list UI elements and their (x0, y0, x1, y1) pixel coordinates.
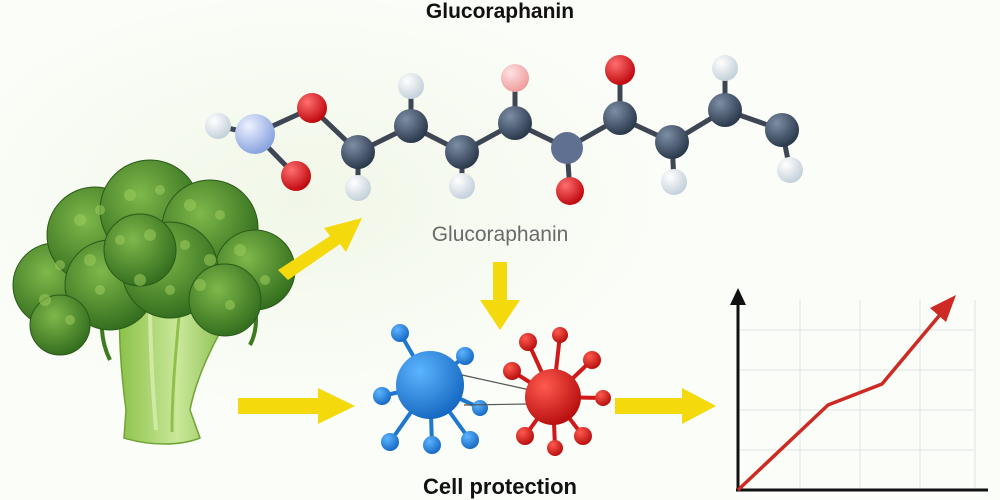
interaction-lines (461, 374, 531, 406)
y-axis-arrowhead (730, 288, 746, 305)
diagram-title: Glucoraphanin (425, 0, 575, 23)
stressed-cell (503, 327, 611, 456)
oxygen-atom (281, 161, 311, 191)
molecule-atoms (205, 55, 803, 205)
carbon-atom (445, 135, 479, 169)
broccoli-texture (39, 185, 270, 325)
chart-axes (736, 302, 988, 492)
trend-line (736, 308, 946, 492)
arrow-broccoli-to-cells (238, 388, 355, 424)
oxygen-atom (297, 93, 327, 123)
nitrogen-atom (235, 114, 275, 154)
hydrogen-atom (205, 113, 231, 139)
healthy-cell (373, 324, 488, 454)
broccoli-illustration (12, 159, 296, 445)
oxygen-atom-light (501, 64, 529, 92)
carbon-atom (394, 109, 428, 143)
hydrogen-atom (661, 169, 687, 195)
hydrogen-atom (345, 175, 371, 201)
arrow-molecule-to-cells (480, 262, 520, 330)
oxygen-atom (605, 55, 635, 85)
arrow-broccoli-to-molecule (278, 218, 362, 280)
hydrogen-atom (777, 157, 803, 183)
carbon-atom (708, 93, 742, 127)
cell-protection-label: Cell protection (422, 474, 577, 499)
carbon-atom (765, 113, 799, 147)
hydrogen-atom (712, 55, 738, 81)
flow-arrows (238, 218, 716, 424)
hydrogen-atom (398, 73, 424, 99)
carbon-atom (655, 125, 689, 159)
oxygen-atom (556, 177, 584, 205)
hydrogen-atom (449, 173, 475, 199)
carbon-atom (498, 106, 532, 140)
carbon-atom (603, 101, 637, 135)
carbon-atom (551, 132, 583, 164)
trend-chart (730, 288, 988, 492)
arrow-cells-to-chart (615, 388, 716, 424)
molecule-label: Glucoraphanin (431, 223, 569, 246)
trend-arrowhead (930, 295, 956, 322)
carbon-atom (341, 135, 375, 169)
